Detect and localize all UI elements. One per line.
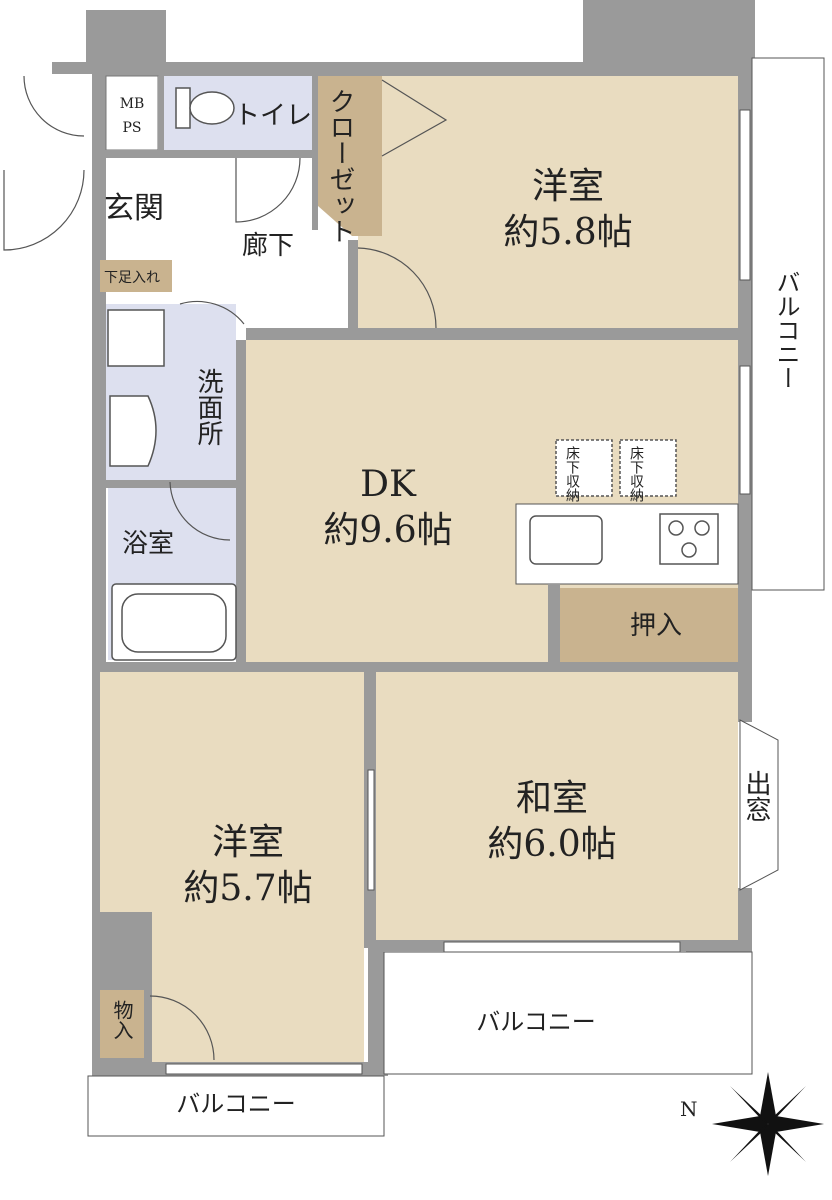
door-swings bbox=[3, 75, 448, 1061]
mbps-door-swing bbox=[23, 75, 85, 137]
toilet-tank-icon bbox=[175, 87, 191, 129]
balcony-west-label: バルコニー bbox=[176, 1090, 296, 1118]
western-room-1-name: 洋室 bbox=[532, 166, 604, 207]
dk-name: DK bbox=[360, 464, 417, 505]
shower-tray-icon bbox=[107, 309, 165, 367]
storage-label: 物入 bbox=[110, 1000, 134, 1040]
balcony-east-area bbox=[751, 57, 825, 591]
japanese-room-size: 約6.0帖 bbox=[487, 824, 616, 865]
bath-door-swing bbox=[169, 481, 231, 541]
underfloor-storage-1-icon bbox=[555, 439, 613, 497]
underfloor-2-label: 床下収納 bbox=[628, 446, 644, 503]
ps-label: PS bbox=[122, 120, 141, 136]
western-room-2-floor bbox=[100, 672, 364, 1062]
toilet-label: トイレ bbox=[234, 101, 312, 131]
balcony-west-area bbox=[87, 1075, 385, 1137]
balconies bbox=[87, 57, 825, 1137]
storage-door-swing bbox=[149, 995, 215, 1061]
hallway-label: 廊下 bbox=[242, 231, 294, 261]
entrance-label: 玄関 bbox=[104, 191, 164, 226]
kitchen-sink-icon bbox=[529, 515, 603, 565]
bay-window-label: 出窓 bbox=[741, 770, 771, 822]
compass-icon bbox=[712, 1072, 824, 1176]
washroom-label: 洗面所 bbox=[193, 368, 223, 446]
oshiire-floor bbox=[560, 588, 738, 662]
balcony-south-area bbox=[383, 951, 753, 1075]
balcony-south-label: バルコニー bbox=[476, 1008, 596, 1036]
entrance-door-swing bbox=[3, 169, 85, 251]
fixtures bbox=[107, 87, 719, 661]
storage-floor bbox=[100, 990, 144, 1058]
underfloor-1-label: 床下収納 bbox=[564, 446, 580, 503]
japanese-room-name: 和室 bbox=[516, 778, 588, 819]
western-room-1-size: 約5.8帖 bbox=[503, 212, 632, 253]
oshiire-label: 押入 bbox=[630, 611, 682, 641]
japanese-room-floor bbox=[376, 672, 738, 940]
windows bbox=[165, 109, 779, 1075]
room1-door-swing bbox=[357, 247, 437, 329]
toilet-bowl-icon bbox=[189, 91, 235, 125]
bay-window-icon bbox=[739, 719, 779, 891]
mb-label: MB bbox=[120, 96, 145, 112]
washbasin-icon bbox=[109, 395, 157, 467]
closet-door-mark bbox=[381, 79, 448, 157]
underfloor-storage-2-icon bbox=[619, 439, 677, 497]
closet-label: クローゼット bbox=[325, 88, 355, 244]
mb-ps-box bbox=[105, 75, 159, 151]
western-room-2-name: 洋室 bbox=[212, 822, 284, 863]
north-marker: N bbox=[680, 1097, 698, 1121]
dk-size: 約9.6帖 bbox=[323, 510, 452, 551]
closet-floor bbox=[318, 76, 382, 236]
shoe-storage bbox=[100, 260, 172, 292]
balcony-east-label: バルコニー bbox=[772, 270, 800, 390]
hall-door-swing bbox=[179, 300, 245, 325]
western-room-1-floor bbox=[358, 76, 738, 328]
western-room-2-size: 約5.7帖 bbox=[183, 868, 312, 909]
bathroom-label: 浴室 bbox=[122, 529, 174, 559]
toilet-door-swing bbox=[235, 157, 301, 223]
shoe-storage-label: 下足入れ bbox=[104, 270, 160, 286]
floors bbox=[100, 75, 739, 1062]
